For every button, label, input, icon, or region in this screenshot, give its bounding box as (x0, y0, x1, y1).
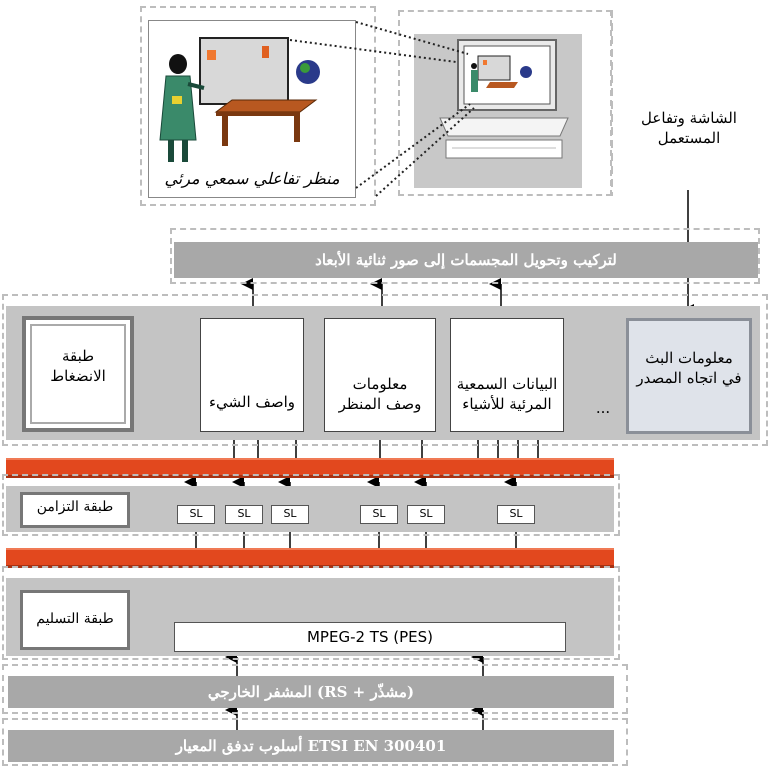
scene-illustration (159, 37, 320, 162)
sl-box-4: SL (360, 505, 398, 524)
encoder-frame (2, 664, 628, 714)
scene-caption: منظر تفاعلي سمعي مرئي (164, 169, 340, 188)
display-interaction-label: الشاشة وتفاعل المستعمل (620, 108, 758, 149)
mpeg2-ts-label: MPEG-2 TS (PES) (306, 628, 433, 646)
av-data-line1: البيانات السمعية (456, 375, 558, 393)
upstream-line1: معلومات البث (645, 349, 733, 367)
av-data-line2: المرئية للأشياء (462, 395, 552, 414)
compression-label-line1: طبقة (61, 347, 95, 365)
scene-desc-line2: وصف المنظر (338, 395, 422, 414)
compression-frame (2, 294, 768, 446)
sync-layer-box (20, 492, 130, 528)
compression-layer-box (22, 316, 134, 432)
zoom-lines (289, 21, 475, 197)
red-bar-top (6, 458, 614, 478)
scene-description-box (324, 318, 436, 432)
red-bar-bottom (6, 548, 614, 568)
sync-layer-label: طبقة التزامن (36, 499, 114, 515)
delivery-layer-label: طبقة التسليم (36, 611, 114, 627)
display-label-line1: الشاشة وتفاعل (641, 109, 737, 127)
display-label-line2: المستعمل (657, 129, 721, 148)
composition-frame (170, 228, 760, 284)
scene-frame-left (140, 6, 376, 206)
monitor-illustration (439, 39, 569, 159)
av-data-box (450, 318, 564, 432)
upstream-line2: في اتجاه المصدر (636, 369, 742, 388)
ellipsis: ... (595, 399, 611, 417)
mpeg2-ts-box (174, 622, 566, 652)
sync-frame (2, 474, 620, 536)
sl-box-2: SL (225, 505, 263, 524)
delivery-layer-box (20, 590, 130, 650)
standard-title: أسلوب تدفق المعيار ETSI EN 300401 (8, 730, 614, 762)
sl-box-3: SL (271, 505, 309, 524)
sl-box-1: SL (177, 505, 215, 524)
sl-box-6: SL (497, 505, 535, 524)
object-descriptor-box (200, 318, 304, 432)
encoder-title: المشفر الخارجي (RS + مشذّر) (8, 676, 614, 708)
object-descriptor-label: واصف الشيء (208, 393, 296, 411)
compression-label-line2: الانضغاط (50, 367, 106, 386)
compression-layer-label: طبقة الانضغاط (24, 346, 132, 387)
delivery-frame (2, 566, 620, 660)
composition-title: لتركيب وتحويل المجسمات إلى صور ثنائية ال… (174, 242, 758, 278)
scene-desc-line1: معلومات (352, 375, 408, 393)
sl-box-5: SL (407, 505, 445, 524)
av-data-label: البيانات السمعية المرئية للأشياء (450, 374, 564, 415)
standard-frame (2, 718, 628, 766)
upstream-info-box (626, 318, 752, 434)
upstream-info-label: معلومات البث في اتجاه المصدر (628, 348, 750, 389)
scene-description-label: معلومات وصف المنظر (324, 374, 436, 415)
